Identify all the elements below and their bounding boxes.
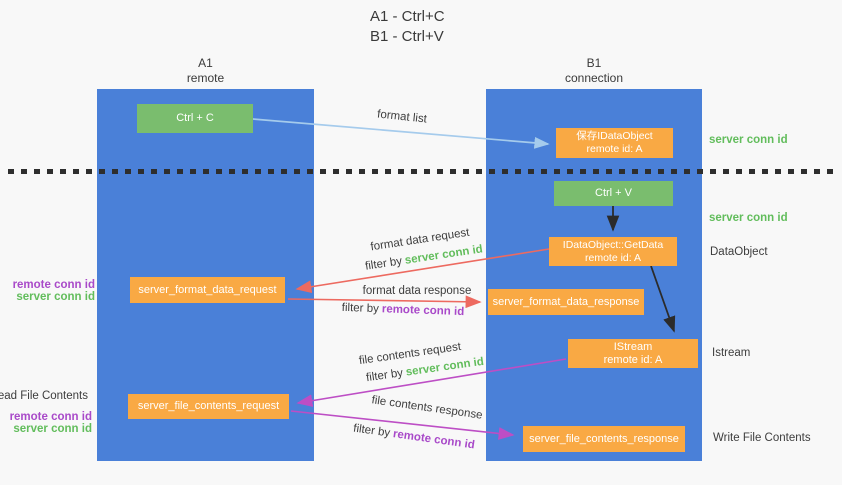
node-server-format-data-response: server_format_data_response	[488, 289, 644, 315]
label-write-file-contents: Write File Contents	[713, 432, 811, 444]
node-istream: IStream remote id: A	[568, 339, 698, 368]
label-server-conn-id-mid-right: server conn id	[709, 212, 788, 224]
label-format-list: format list	[376, 108, 428, 126]
title-line-2: B1 - Ctrl+V	[370, 28, 444, 45]
column-a-header: A1 remote	[97, 56, 314, 86]
node-istream-line1: IStream	[613, 340, 653, 353]
label-remote-conn-id-left-2: remote conn id	[9, 411, 92, 423]
label-remote-conn-id-left-1: remote conn id	[12, 279, 95, 291]
filter-by-text: filter by	[352, 422, 391, 440]
label-dataobject: DataObject	[710, 246, 768, 258]
column-a-role: remote	[186, 71, 225, 85]
column-b-header: B1 connection	[486, 56, 702, 86]
node-server-format-data-request-label: server_format_data_request	[138, 283, 277, 296]
node-server-file-contents-response-label: server_file_contents_response	[529, 432, 679, 445]
label-istream: Istream	[712, 347, 751, 359]
node-save-dataobject-line1: 保存IDataObject	[576, 130, 653, 142]
node-server-file-contents-response: server_file_contents_response	[523, 426, 685, 452]
label-server-conn-id-left-1: server conn id	[16, 291, 95, 303]
format-data-response-arrow	[287, 295, 482, 309]
node-getdata: IDataObject::GetData remote id: A	[549, 237, 677, 266]
remote-conn-id-text: remote conn id	[381, 303, 465, 319]
label-file-contents-response: file contents response	[370, 394, 484, 422]
node-save-dataobject: 保存IDataObject remote id: A	[556, 128, 673, 158]
node-getdata-line1: IDataObject::GetData	[562, 238, 664, 251]
label-server-conn-id-left-2: server conn id	[13, 423, 92, 435]
node-ctrl-v: Ctrl + V	[554, 181, 673, 206]
label-server-conn-id-top-right: server conn id	[709, 134, 788, 146]
node-server-format-data-request: server_format_data_request	[130, 277, 285, 303]
node-getdata-line2: remote id: A	[584, 251, 642, 264]
diagram-title: A1 - Ctrl+C B1 - Ctrl+V	[370, 7, 445, 47]
node-server-file-contents-request: server_file_contents_request	[128, 394, 289, 419]
server-conn-id-text: server conn id	[405, 355, 485, 379]
column-b-id: B1	[586, 56, 602, 70]
column-b-role: connection	[564, 71, 624, 85]
column-a-id: A1	[198, 56, 213, 70]
filter-by-text: filter by	[365, 367, 404, 385]
label-filter-by-remote-conn-id-2: filter byremote conn id	[353, 423, 476, 452]
node-save-dataobject-line2: remote id: A	[586, 143, 643, 155]
node-ctrl-v-label: Ctrl + V	[595, 187, 632, 199]
filter-by-text: filter by	[341, 301, 380, 316]
label-read-file-contents: Read File Contents	[0, 390, 88, 402]
node-server-format-data-response-label: server_format_data_response	[492, 295, 640, 308]
title-line-1: A1 - Ctrl+C	[370, 8, 445, 25]
node-server-file-contents-request-label: server_file_contents_request	[137, 400, 280, 412]
node-ctrl-c: Ctrl + C	[137, 104, 253, 133]
filter-by-text: filter by	[364, 255, 403, 273]
copy-paste-divider-line	[8, 169, 838, 174]
remote-conn-id-text: remote conn id	[392, 428, 476, 452]
node-istream-line2: remote id: A	[603, 353, 663, 366]
label-format-data-response: format data response	[362, 285, 472, 297]
server-conn-id-text: server conn id	[404, 243, 484, 267]
node-ctrl-c-label: Ctrl + C	[176, 112, 214, 124]
